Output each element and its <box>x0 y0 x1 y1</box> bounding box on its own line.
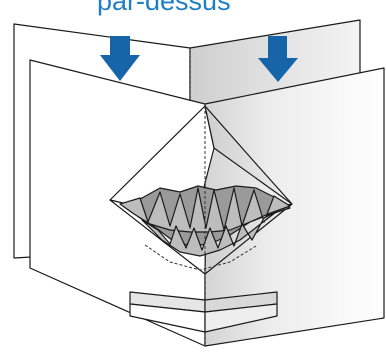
mouth-lower-curve <box>144 244 257 271</box>
caption-text: par-dessus <box>97 0 231 16</box>
bottom-tab-right-face <box>204 303 278 333</box>
lower-teeth <box>141 211 277 257</box>
popup-mouth <box>109 105 293 275</box>
bottom-tab <box>129 291 278 333</box>
down-arrow-icon <box>100 36 140 81</box>
down-arrow-icon <box>258 36 298 82</box>
